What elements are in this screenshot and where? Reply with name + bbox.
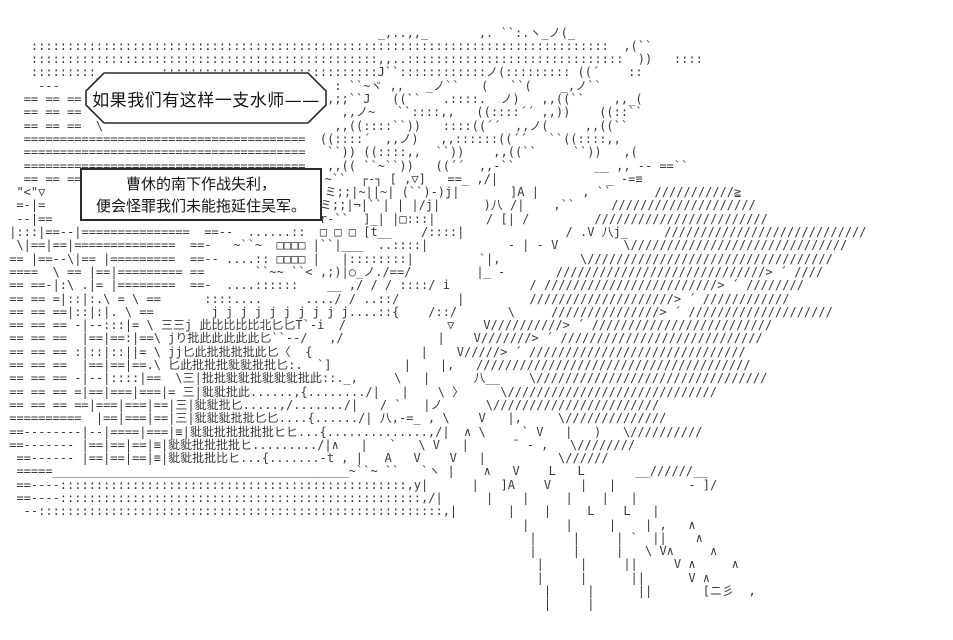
speech-bubble-1: 如果我们有这样一支水师—— — [84, 72, 328, 124]
speech-bubble-1-text: 如果我们有这样一支水师—— — [92, 90, 320, 111]
speech-bubble-2: 曹休的南下作战失利， 便会怪罪我们未能拖延住吴军。 — [80, 168, 322, 221]
speech-bubble-2-line1: 曹休的南下作战失利， — [125, 174, 276, 193]
speech-bubble-2-line2: 便会怪罪我们未能拖延住吴军。 — [95, 196, 306, 215]
speech-bubble-1-outline — [85, 72, 327, 124]
ascii-art: _,..,,_ ,. ``:.ヽ_ノ(_ :::::::::::::::::::… — [9, 25, 867, 612]
